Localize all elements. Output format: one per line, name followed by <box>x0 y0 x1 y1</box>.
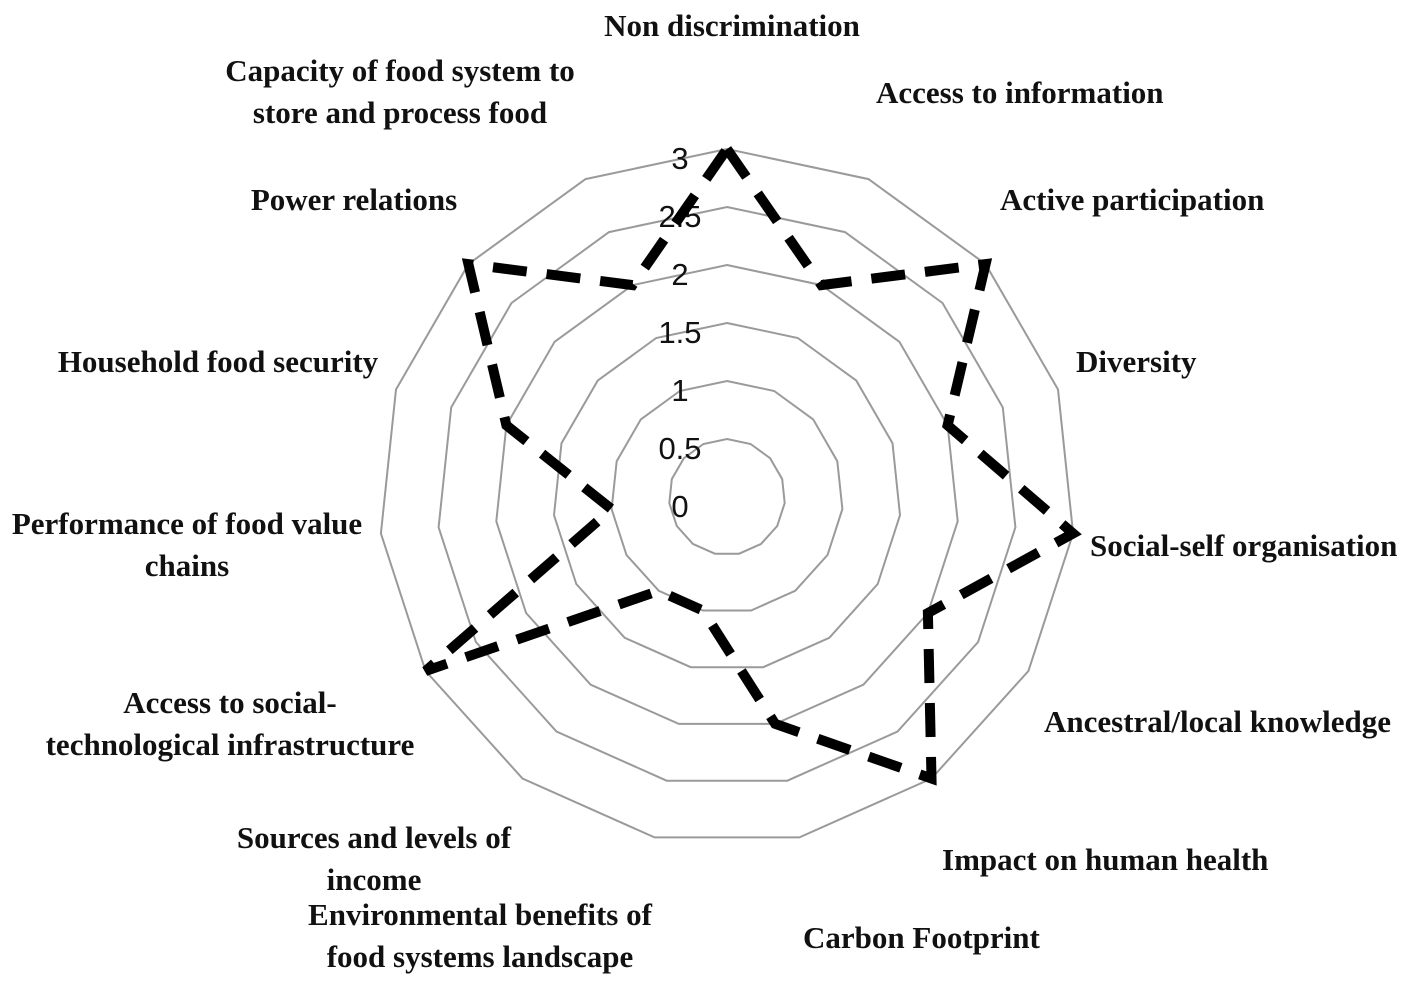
tick-label-0.5: 0.5 <box>658 431 701 466</box>
tick-label-1: 1 <box>671 373 688 408</box>
axis-label-5-line-1: Social-self organisation <box>1090 528 1397 563</box>
axis-label-8: Carbon Footprint <box>803 920 1040 955</box>
axis-label-10-line-2: income <box>327 862 422 897</box>
tick-label-2: 2 <box>671 257 688 292</box>
axis-label-3: Active participation <box>1000 182 1264 217</box>
tick-label-0: 0 <box>671 489 688 524</box>
axis-label-2-line-1: Access to information <box>876 75 1164 110</box>
axis-label-7: Impact on human health <box>942 842 1268 877</box>
grid-ring-1.5 <box>554 323 900 667</box>
axis-label-9: Environmental benefits of food systems la… <box>308 897 653 974</box>
axis-label-12-line-1: Performance of food value <box>12 506 362 541</box>
grid-ring-3 <box>381 149 1073 837</box>
grid-ring-1 <box>612 381 843 611</box>
axis-label-11-line-1: Access to social- <box>123 685 337 720</box>
axis-label-13-line-1: Household food security <box>58 344 379 379</box>
axis-label-9-line-2: food systems landscape <box>327 939 634 974</box>
axis-label-7-line-1: Impact on human health <box>942 842 1268 877</box>
axis-label-4: Diversity <box>1076 344 1197 379</box>
axis-label-3-line-1: Active participation <box>1000 182 1264 217</box>
tick-label-3: 3 <box>671 141 688 176</box>
axis-label-6-line-1: Ancestral/local knowledge <box>1044 704 1391 739</box>
axis-label-12: Performance of food value chains <box>12 506 362 583</box>
series-1-line <box>426 149 1074 779</box>
axis-label-4-line-1: Diversity <box>1076 344 1197 379</box>
axis-label-5: Social-self organisation <box>1090 528 1397 563</box>
radar-series <box>426 149 1074 779</box>
axis-label-12-line-2: chains <box>145 548 229 583</box>
axis-label-2: Access to information <box>876 75 1164 110</box>
radar-grid <box>381 149 1073 837</box>
axis-label-15-line-1: Capacity of food system to <box>225 53 575 88</box>
axis-label-6: Ancestral/local knowledge <box>1044 704 1391 739</box>
axis-label-15-line-2: store and process food <box>253 95 547 130</box>
axis-label-14-line-1: Power relations <box>251 182 457 217</box>
axis-label-9-line-1: Environmental benefits of <box>308 897 653 932</box>
axis-label-13: Household food security <box>58 344 379 379</box>
grid-ring-2.5 <box>439 207 1016 781</box>
axis-label-1: Non discrimination <box>604 8 860 43</box>
axis-label-10: Sources and levels of income <box>237 820 512 897</box>
axis-label-11: Access to social-technological infrastru… <box>46 685 415 762</box>
axis-label-10-line-1: Sources and levels of <box>237 820 512 855</box>
axis-label-11-line-2: technological infrastructure <box>46 727 415 762</box>
axis-label-14: Power relations <box>251 182 457 217</box>
axis-label-15: Capacity of food system to store and proc… <box>225 53 575 130</box>
tick-label-1.5: 1.5 <box>658 315 701 350</box>
axis-label-1-line-1: Non discrimination <box>604 8 860 43</box>
axis-label-8-line-1: Carbon Footprint <box>803 920 1040 955</box>
